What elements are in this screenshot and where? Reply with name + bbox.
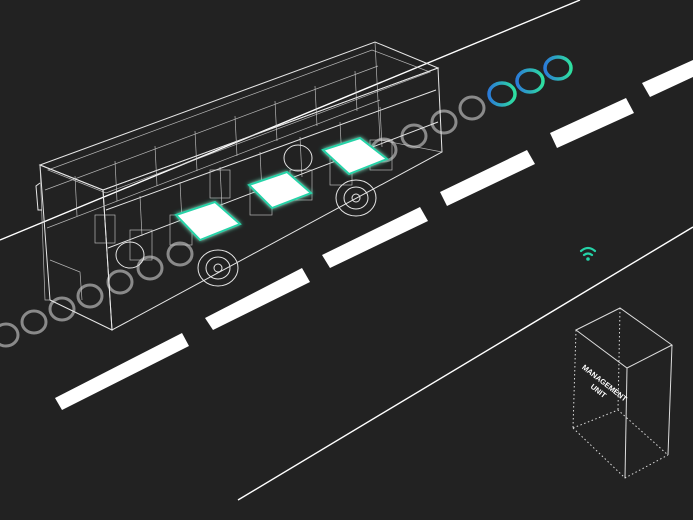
lane-dash xyxy=(440,150,535,206)
road-coil xyxy=(458,95,486,121)
road-coil xyxy=(166,241,194,267)
charging-pad xyxy=(321,136,389,176)
bus-wheel-front xyxy=(197,249,239,287)
active-coil xyxy=(515,68,545,94)
active-coil xyxy=(487,81,517,107)
active-coils xyxy=(487,55,573,107)
road-coil xyxy=(48,296,76,322)
lane-dash xyxy=(642,60,693,97)
road-coil xyxy=(430,109,458,135)
bus-wheel-rear xyxy=(335,179,377,217)
charging-pad xyxy=(174,200,242,242)
bus-wireframe xyxy=(35,41,443,331)
lane-dash xyxy=(550,98,634,148)
active-coil xyxy=(543,55,573,81)
road-edge-upper xyxy=(0,0,581,241)
lane-dashes xyxy=(55,60,693,410)
charging-pad xyxy=(247,170,313,210)
wireless-signal-icon xyxy=(579,246,597,261)
management-unit-box: MANAGEMENT UNIT xyxy=(572,307,673,479)
road-coil xyxy=(76,283,104,309)
lane-dash xyxy=(55,333,189,410)
road-coil xyxy=(136,255,164,281)
lane-dash xyxy=(322,207,428,268)
road-coil xyxy=(106,269,134,295)
road-coil xyxy=(0,322,20,348)
lane-dash xyxy=(205,268,310,330)
charging-pads xyxy=(174,136,389,242)
road-edge-lower xyxy=(237,226,693,501)
management-unit-label-line1: MANAGEMENT xyxy=(580,363,629,404)
road-coil xyxy=(20,309,48,335)
